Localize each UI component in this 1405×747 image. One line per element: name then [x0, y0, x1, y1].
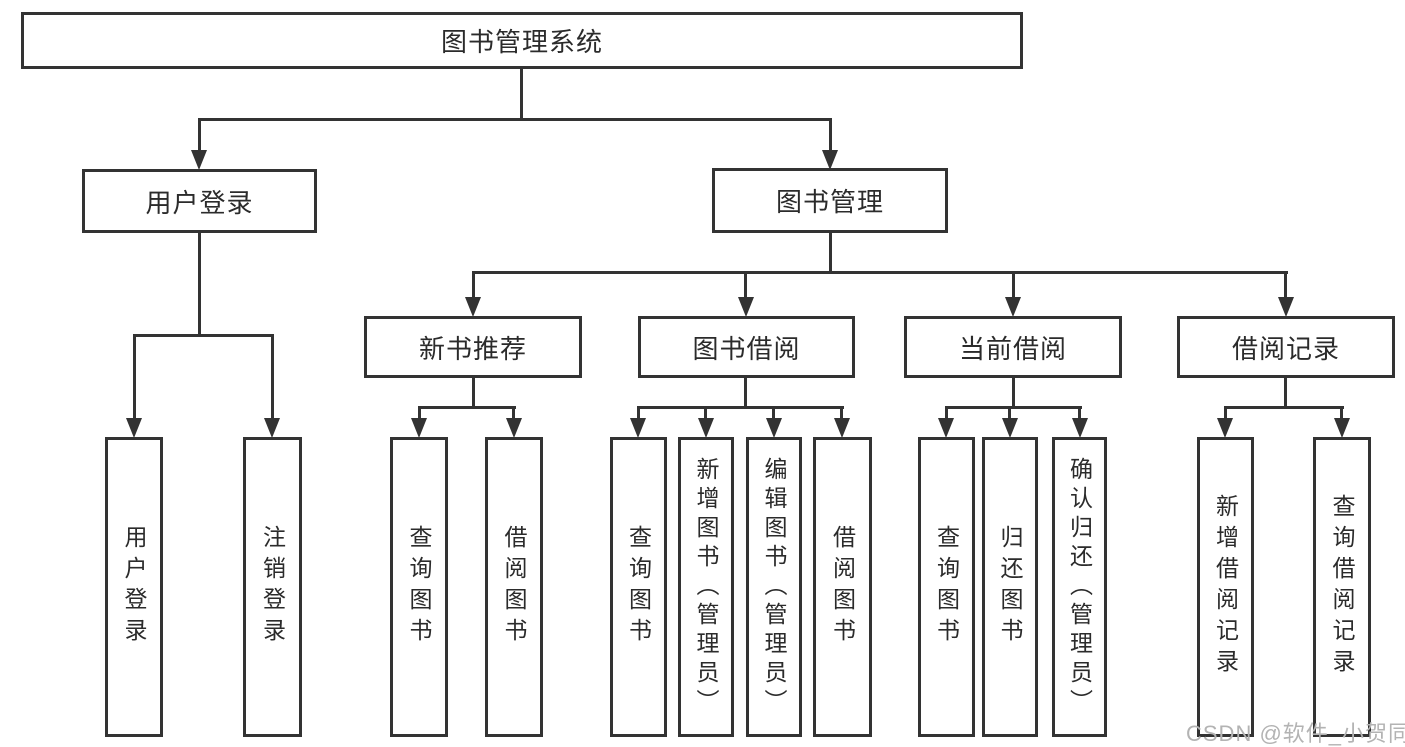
connector-current-borrow-stem [1012, 271, 1015, 299]
arrow-down-icon [264, 418, 280, 438]
connector-new-book-down [472, 378, 475, 408]
node-user-login-leaf: 用户登录 [105, 437, 163, 737]
connector-user-login-rail [133, 334, 274, 337]
connector-level3-rail [472, 271, 1288, 274]
node-confirm-return-admin: 确认归还（管理员） [1052, 437, 1107, 737]
node-borrow-books-leaf: 借阅图书 [813, 437, 872, 737]
arrow-down-icon [1278, 297, 1294, 317]
arrow-down-icon [411, 418, 427, 438]
connector-leaf-stem [772, 406, 775, 420]
node-library-system: 图书管理系统 [21, 12, 1023, 69]
connector-login-leaf-stem [133, 334, 136, 419]
connector-book-borrow-down [744, 378, 747, 408]
connector-leaf-stem [704, 406, 707, 420]
arrow-down-icon [1002, 418, 1018, 438]
csdn-watermark: CSDN @软件_小贺同学 [1186, 721, 1405, 746]
connector-borrow-record-stem [1284, 271, 1287, 299]
node-new-book-recommend: 新书推荐 [364, 316, 582, 378]
connector-logout-leaf-stem [271, 334, 274, 419]
connector-leaf-stem [1078, 406, 1081, 420]
connector-book-borrow-stem [744, 271, 747, 299]
arrow-down-icon [465, 297, 481, 317]
connector-leaf-stem [1340, 406, 1343, 420]
arrow-down-icon [126, 418, 142, 438]
connector-borrow-record-rail [1224, 406, 1344, 409]
connector-user-login-stem [198, 118, 201, 152]
arrow-down-icon [1072, 418, 1088, 438]
node-current-borrow: 当前借阅 [904, 316, 1122, 378]
connector-book-mgmt-stem [829, 118, 832, 152]
connector-leaf-stem [840, 406, 843, 420]
connector-leaf-stem [637, 406, 640, 420]
node-return-books: 归还图书 [982, 437, 1038, 737]
arrow-down-icon [698, 418, 714, 438]
node-query-borrow-record: 查询借阅记录 [1313, 437, 1371, 737]
arrow-down-icon [766, 418, 782, 438]
node-borrow-records: 借阅记录 [1177, 316, 1395, 378]
arrow-down-icon [1005, 297, 1021, 317]
node-edit-books-admin: 编辑图书（管理员） [746, 437, 802, 737]
connector-root-stub [520, 69, 523, 119]
node-query-books-current: 查询图书 [918, 437, 975, 737]
arrow-down-icon [1217, 418, 1233, 438]
connector-user-login-down [198, 233, 201, 336]
arrow-down-icon [738, 297, 754, 317]
connector-leaf-stem [1224, 406, 1227, 420]
connector-leaf-stem [418, 406, 421, 420]
arrow-down-icon [822, 150, 838, 170]
node-add-books-admin: 新增图书（管理员） [678, 437, 734, 737]
node-add-borrow-record: 新增借阅记录 [1197, 437, 1254, 737]
arrow-down-icon [191, 150, 207, 170]
node-query-books-recommend: 查询图书 [390, 437, 448, 737]
connector-book-borrow-rail [637, 406, 844, 409]
node-logout-login: 注销登录 [243, 437, 302, 737]
connector-current-borrow-rail [945, 406, 1082, 409]
arrow-down-icon [506, 418, 522, 438]
connector-current-borrow-down [1012, 378, 1015, 408]
node-borrow-books-recommend: 借阅图书 [485, 437, 543, 737]
node-book-borrow: 图书借阅 [638, 316, 855, 378]
connector-level2-rail [198, 118, 832, 121]
node-query-books-borrow: 查询图书 [610, 437, 667, 737]
arrow-down-icon [1334, 418, 1350, 438]
arrow-down-icon [938, 418, 954, 438]
arrow-down-icon [630, 418, 646, 438]
connector-leaf-stem [945, 406, 948, 420]
connector-leaf-stem [512, 406, 515, 420]
node-book-management: 图书管理 [712, 168, 948, 233]
connector-book-mgmt-down [829, 233, 832, 274]
connector-new-book-rail [418, 406, 516, 409]
arrow-down-icon [834, 418, 850, 438]
connector-new-book-stem [472, 271, 475, 299]
connector-leaf-stem [1008, 406, 1011, 420]
node-user-login: 用户登录 [82, 169, 317, 233]
connector-borrow-record-down [1284, 378, 1287, 408]
